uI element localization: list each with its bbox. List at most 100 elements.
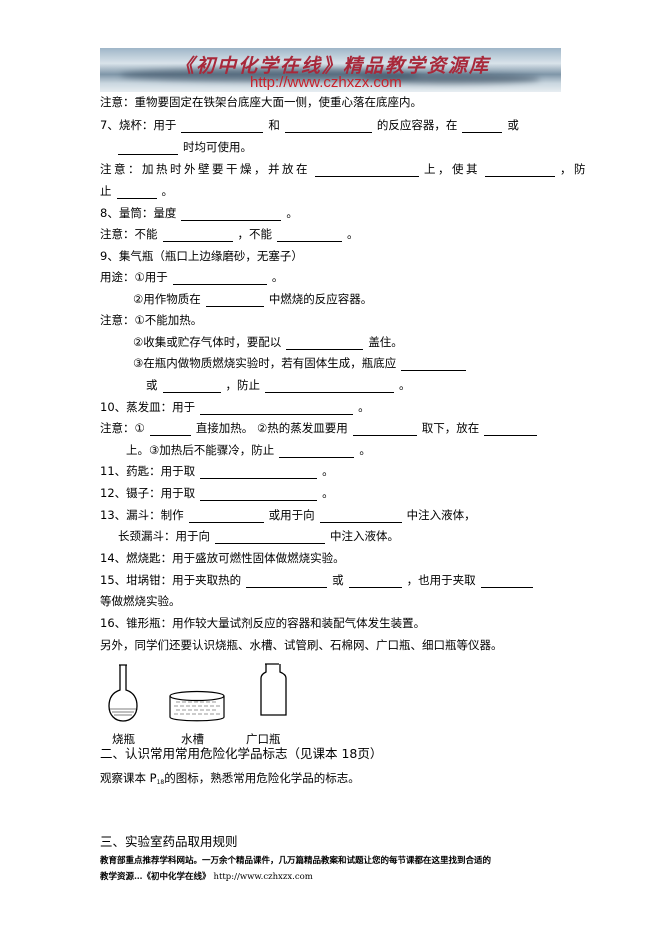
line-text: 。 (286, 206, 298, 220)
line-text: 中注入液体， (406, 508, 476, 522)
flask-figure (108, 664, 138, 722)
section-3-title: 三、实验室药品取用规则 (100, 834, 238, 849)
line-text: 止 (100, 184, 112, 198)
fill-in-blank[interactable] (462, 120, 503, 133)
fill-in-blank[interactable] (188, 510, 264, 523)
footer-url-link[interactable]: http://www.czhxzx.com (213, 872, 313, 882)
line-text: 上。③加热后不能骤冷，防止 (126, 443, 275, 457)
fill-in-blank[interactable] (181, 208, 282, 221)
banner-ink-landscape (120, 68, 420, 82)
text-line: 8、量筒：量度 。 (100, 205, 298, 221)
footer-text: 教学资源…《初中化学在线》 (100, 872, 211, 882)
line-text: 注意：①不能加热。 (100, 313, 203, 327)
text-line: 注意：重物要固定在铁架台底座大面一侧，使重心落在底座内。 (100, 94, 422, 110)
line-text: ③在瓶内做物质燃烧实验时，若有固体生成，瓶底应 (133, 356, 397, 370)
text-line: 另外，同学们还要认识烧瓶、水槽、试管刷、石棉网、广口瓶、细口瓶等仪器。 (100, 637, 503, 653)
fill-in-blank[interactable] (200, 402, 354, 415)
jar-label: 广口瓶 (246, 732, 281, 746)
fill-in-blank[interactable] (484, 423, 538, 436)
line-text: 直接加热。 ②热的蒸发皿要用 (195, 421, 348, 435)
fill-in-blank[interactable] (149, 423, 191, 436)
section-2-title: 二、认识常用常用危险化学品标志（见课本 18页） (100, 746, 383, 761)
fill-in-blank[interactable] (200, 466, 318, 479)
line-text: 取下，放在 (421, 421, 480, 435)
fill-in-blank[interactable] (286, 337, 364, 350)
text-line: 11、药匙：用于取。 (100, 463, 334, 479)
line-text: 盖住。 (368, 335, 403, 349)
wide-mouth-bottle-figure (260, 663, 287, 716)
text-line: 等做燃烧实验。 (100, 593, 181, 609)
line-text: ，防止 (225, 378, 261, 392)
text-line: 注意：①不能加热。 (100, 312, 202, 328)
fill-in-blank[interactable] (315, 164, 419, 177)
line-text: 和 (268, 118, 280, 132)
line-text: 或 (146, 378, 158, 392)
fill-in-blank[interactable] (181, 120, 264, 133)
line-text: ②用作物质在 (133, 292, 201, 306)
fill-in-blank[interactable] (284, 120, 372, 133)
flask-label: 烧瓶 (112, 732, 135, 746)
text-line: 12、镊子：用于取。 (100, 485, 334, 501)
text-line: 或，防止。 (146, 377, 411, 393)
line-text: 。 (161, 184, 174, 198)
line-text: 等做燃烧实验。 (100, 594, 181, 608)
text-line: 13、漏斗：制作 或用于向 中注入液体， (100, 507, 476, 523)
line-text: 11、药匙：用于取 (100, 464, 196, 478)
fill-in-blank[interactable] (480, 575, 533, 588)
fill-in-blank[interactable] (215, 531, 325, 544)
fill-in-blank[interactable] (200, 488, 318, 501)
line-text: 或用于向 (268, 508, 315, 522)
banner-url: http://www.czhxzx.com (250, 74, 402, 91)
text-line: ②收集或贮存气体时，要配以盖住。 (133, 334, 403, 350)
fill-in-blank[interactable] (172, 272, 267, 285)
line-text: 。 (271, 270, 284, 284)
fill-in-blank[interactable] (401, 358, 467, 371)
fill-in-blank[interactable] (162, 380, 221, 393)
line-text: 7、烧杯：用于 (100, 118, 177, 132)
text-line: 14、燃烧匙：用于盛放可燃性固体做燃烧实验。 (100, 550, 345, 566)
banner-title: 《初中化学在线》精品教学资源库 (175, 55, 491, 77)
line-text: 或 (332, 573, 344, 587)
page-subscript: 18 (156, 779, 165, 786)
line-text: 8、量筒：量度 (100, 206, 177, 220)
line-text: 10、蒸发皿：用于 (100, 400, 196, 414)
fill-in-blank[interactable] (162, 229, 233, 242)
fill-in-blank[interactable] (116, 186, 157, 199)
line-text: 长颈漏斗：用于向 (118, 529, 210, 543)
text-line: 时均可使用。 (113, 139, 252, 155)
fill-in-blank[interactable] (485, 164, 555, 177)
line-text: 另外，同学们还要认识烧瓶、水槽、试管刷、石棉网、广口瓶、细口瓶等仪器。 (100, 638, 503, 652)
fill-in-blank[interactable] (319, 510, 402, 523)
text-line: ②用作物质在中燃烧的反应容器。 (133, 291, 372, 307)
line-text: 注意：加热时外壁要干燥，并放在 (100, 162, 310, 176)
fill-in-blank[interactable] (277, 229, 342, 242)
fill-in-blank[interactable] (246, 575, 328, 588)
line-text: 13、漏斗：制作 (100, 508, 184, 522)
line-text: ，不能 (237, 227, 273, 241)
line-text: 。 (347, 227, 359, 241)
fill-in-blank[interactable] (205, 294, 264, 307)
line-text: 16、锥形瓶：用作较大量试剂反应的容器和装配气体发生装置。 (100, 616, 426, 630)
banner-ink-landscape (360, 74, 540, 84)
fill-in-blank[interactable] (348, 575, 402, 588)
line-text: 14、燃烧匙：用于盛放可燃性固体做燃烧实验。 (100, 551, 345, 565)
trough-label: 水槽 (181, 732, 204, 746)
fill-in-blank[interactable] (352, 423, 417, 436)
fill-in-blank[interactable] (118, 142, 178, 155)
text-line: 用途：①用于。 (100, 269, 283, 285)
text-line: ③在瓶内做物质燃烧实验时，若有固体生成，瓶底应 (133, 355, 471, 371)
section-2-body-text: 观察课本 P (100, 771, 157, 785)
line-text: 。 (358, 400, 370, 414)
footer-line-2: 教学资源…《初中化学在线》 http://www.czhxzx.com (100, 870, 313, 882)
text-line: 10、蒸发皿：用于 。 (100, 399, 370, 415)
header-banner: 《初中化学在线》精品教学资源库 http://www.czhxzx.com (100, 48, 561, 92)
line-text: ，也用于夹取 (406, 573, 476, 587)
fill-in-blank[interactable] (279, 445, 355, 458)
line-text: 注意：重物要固定在铁架台底座大面一侧，使重心落在底座内。 (100, 95, 422, 109)
fill-in-blank[interactable] (265, 380, 394, 393)
line-text: 的反应容器，在 (376, 118, 458, 132)
line-text: 12、镊子：用于取 (100, 486, 196, 500)
text-line: 止。 (100, 183, 173, 199)
text-line: 注意：不能，不能。 (100, 226, 359, 242)
